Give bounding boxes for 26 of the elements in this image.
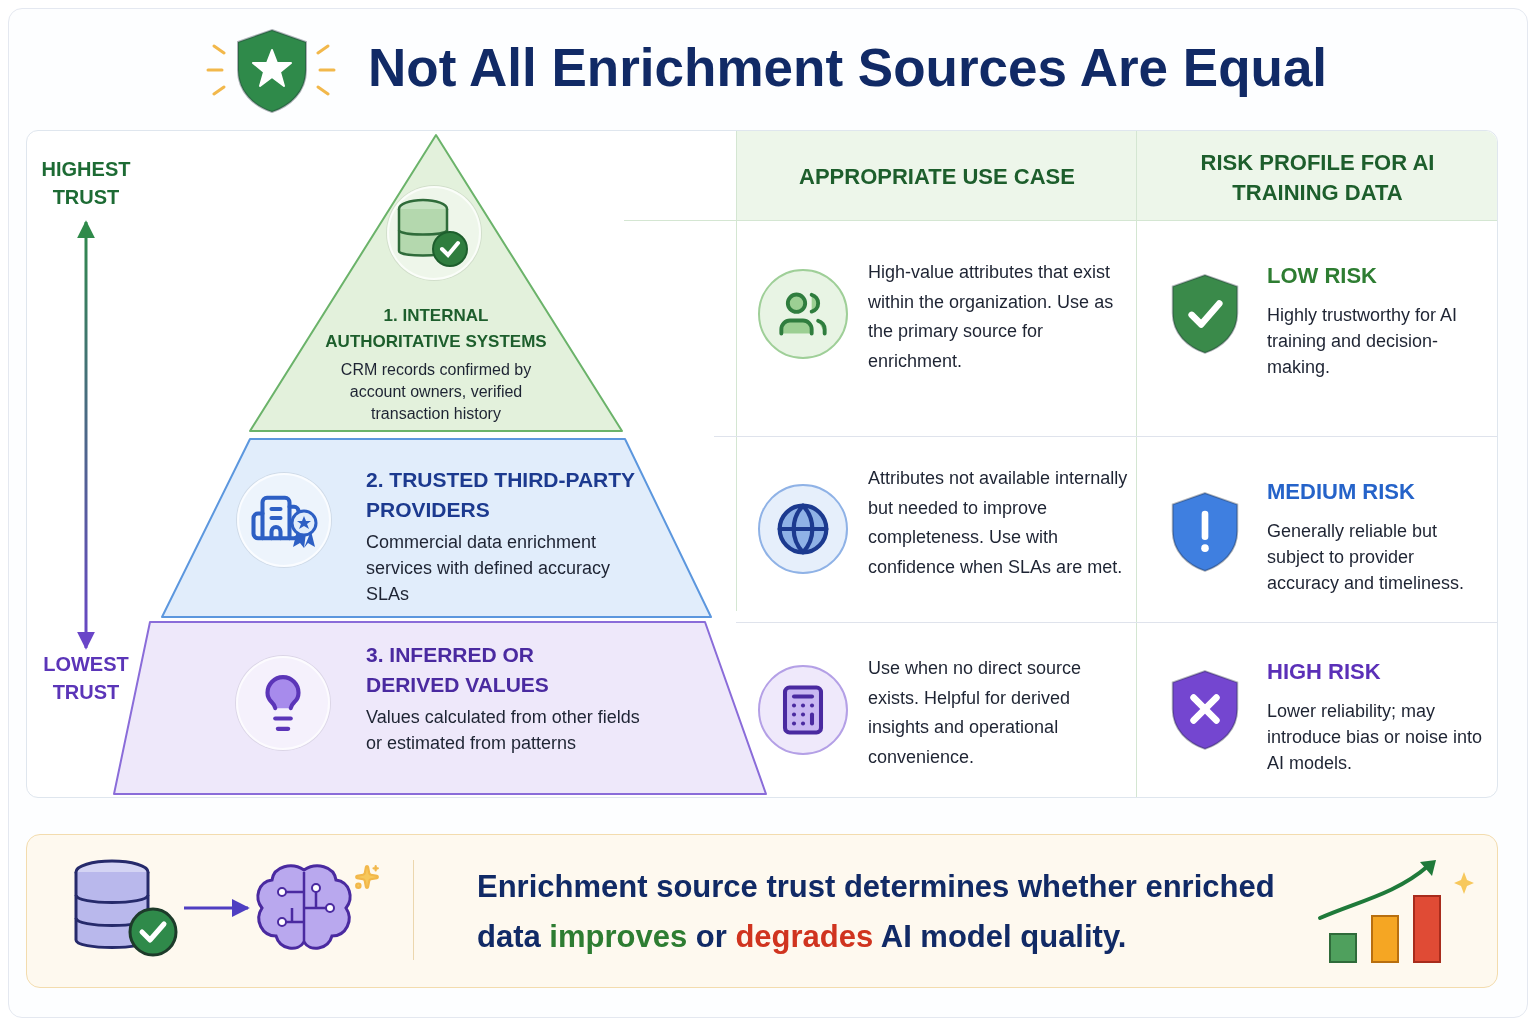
tier-heading: 3. INFERRED OR DERIVED VALUES	[366, 642, 550, 698]
risk-description: Highly trustworthy for AI training and decision-making.	[1267, 304, 1459, 379]
summary-statement: Enrichment source trust determines whether enriched data improves or degrades AI model quality.	[477, 868, 1276, 956]
risk-level: HIGH RISK	[1267, 658, 1381, 686]
trust-scale-arrow	[77, 220, 95, 650]
tier-heading: 2. TRUSTED THIRD-PARTY PROVIDERS	[366, 467, 636, 523]
tier-description: Commercial data enrichment services with defined accuracy SLAs	[366, 531, 612, 606]
trust-label: LOWEST TRUST	[30, 650, 142, 706]
column-header: RISK PROFILE FOR AI TRAINING DATA	[1199, 149, 1436, 207]
trust-label: HIGHEST TRUST	[30, 155, 142, 211]
pyramid-tier	[160, 437, 713, 619]
database-check-icon	[72, 858, 180, 958]
tier-description: CRM records confirmed by account owners, verified transaction history	[339, 360, 533, 424]
arrow	[184, 899, 250, 917]
risk-description: Generally reliable but subject to provider accuracy and timeliness.	[1267, 520, 1466, 595]
column-header: APPROPRIATE USE CASE	[798, 163, 1076, 191]
tier-heading: 1. INTERNAL AUTHORITATIVE SYSTEMS	[324, 305, 548, 353]
use-case-text: Attributes not available internally but needed to improve completeness. Use with confidence when SLAs are met.	[868, 467, 1129, 579]
risk-description: Lower reliability; may introduce bias or noise into AI models.	[1267, 700, 1484, 775]
title: Not All Enrichment Sources Are Equal	[368, 37, 1328, 99]
pyramid-tier	[248, 133, 624, 435]
risk-level: LOW RISK	[1267, 262, 1377, 290]
tier-description: Values calculated from other fields or estimated from patterns	[366, 706, 641, 755]
use-case-text: Use when no direct source exists. Helpful for derived insights and operational convenience.	[868, 657, 1083, 769]
risk-level: MEDIUM RISK	[1267, 478, 1415, 506]
use-case-text: High-value attributes that exist within the organization. Use as the primary source for enrichment.	[868, 261, 1115, 373]
